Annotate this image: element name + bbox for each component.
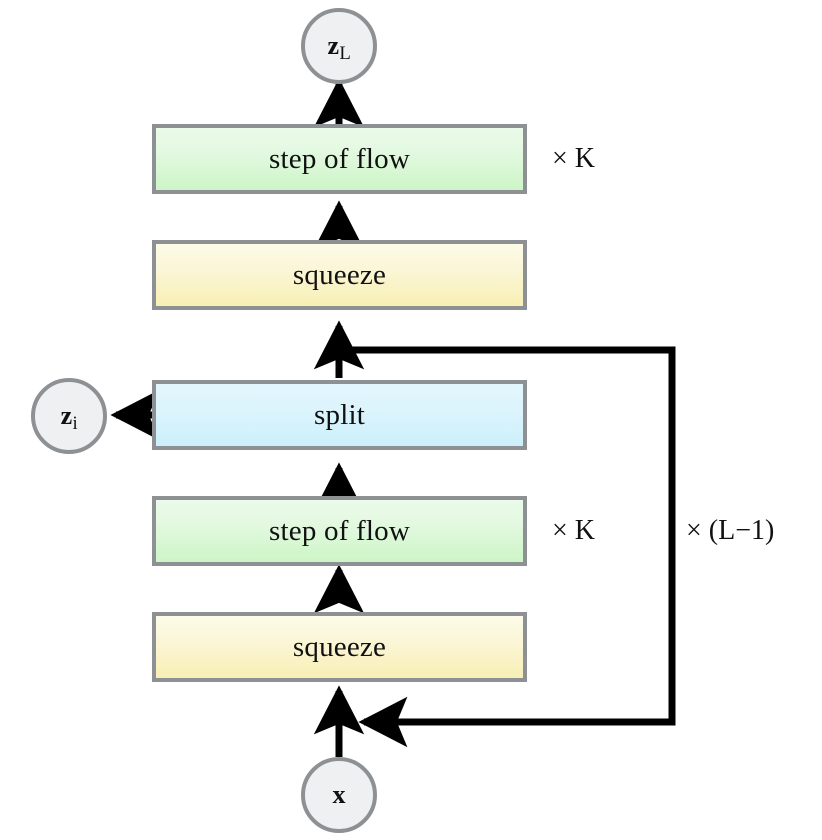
node-split[interactable]: split (152, 380, 527, 450)
multiplicity-label-bottom-k: × K (552, 515, 596, 546)
node-squeeze-bottom-label: squeeze (292, 630, 387, 663)
node-step-of-flow-bottom-label: step of flow (269, 514, 410, 547)
node-squeeze-top-label: squeeze (292, 258, 387, 291)
node-squeeze-bottom[interactable]: squeeze (152, 612, 527, 682)
node-step-of-flow-top-label: step of flow (269, 142, 410, 175)
multiplicity-label-top-k: × K (552, 143, 596, 174)
node-step-of-flow-bottom[interactable]: step of flow (152, 496, 527, 566)
node-z-i[interactable]: zi (31, 378, 107, 454)
node-z-i-label: zi (60, 401, 78, 435)
node-x[interactable]: x (301, 757, 377, 833)
multiplicity-label-l-minus-1: × (L−1) (686, 515, 775, 546)
node-z-L-label: zL (327, 31, 351, 65)
node-x-label: x (332, 780, 346, 809)
feedback-loop-path (339, 346, 676, 748)
node-squeeze-top[interactable]: squeeze (152, 240, 527, 310)
node-step-of-flow-top[interactable]: step of flow (152, 124, 527, 194)
node-split-label: split (314, 398, 365, 431)
node-z-L[interactable]: zL (301, 8, 377, 84)
